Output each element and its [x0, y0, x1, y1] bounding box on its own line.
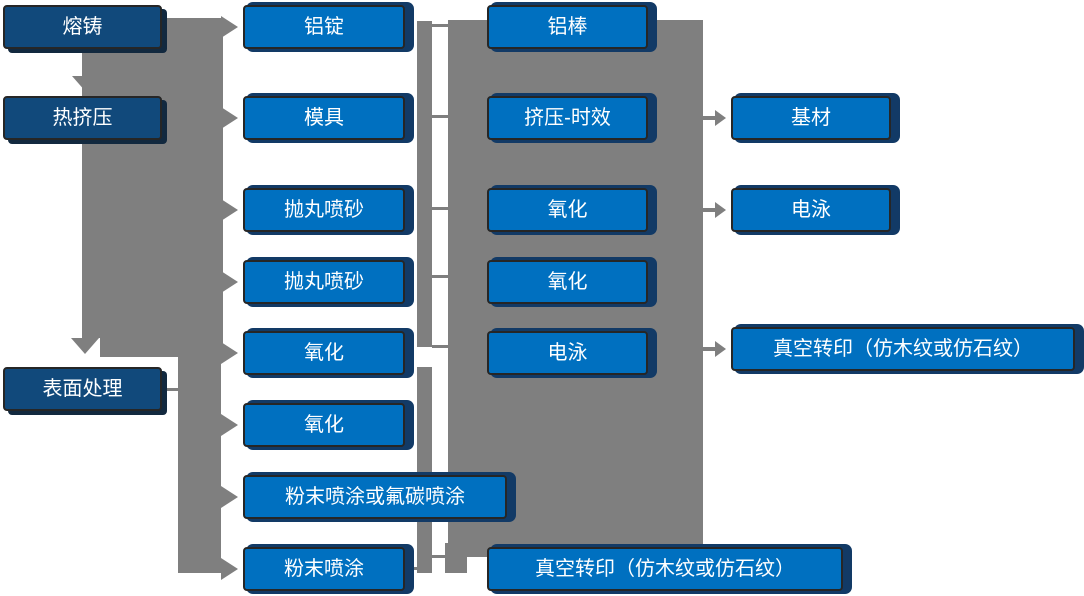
connector-bar-mid-lower [417, 367, 432, 573]
node-powder-coating: 粉末喷涂 [243, 547, 405, 591]
arrow-right-oxidation-a-icon [221, 342, 238, 364]
node-electrophoresis-a: 电泳 [487, 331, 648, 375]
node-vacuum-transfer-bottom: 真空转印（仿木纹或仿石纹） [487, 547, 843, 591]
arrow-right-shot-blast-2-icon [221, 271, 238, 293]
node-al-rod: 铝棒 [487, 5, 648, 49]
connector-tick-row3 [432, 207, 448, 210]
connector-tick-row1 [432, 24, 448, 27]
node-hot-extrusion: 热挤压 [3, 96, 162, 140]
connector-band-left [82, 18, 223, 338]
node-oxidation-a: 氧化 [243, 331, 405, 375]
connector-bar-mid-upper [417, 21, 432, 347]
connector-band-left-bottom [100, 338, 223, 357]
connector-shaft-vacuum-transfer [703, 347, 715, 351]
connector-mass-foot [445, 543, 467, 573]
node-powder-or-fluorocarbon: 粉末喷涂或氟碳喷涂 [243, 475, 507, 519]
arrow-down-hot-extrusion-icon [72, 76, 100, 92]
node-oxidation-d: 氧化 [487, 260, 648, 304]
connector-tick-row2 [432, 115, 448, 118]
node-extrusion-aging: 挤压-时效 [487, 96, 648, 140]
arrow-right-mold-icon [221, 107, 238, 129]
connector-bar-surface [178, 356, 221, 573]
arrow-right-electrophoresis-icon [715, 202, 726, 218]
node-base-material: 基材 [731, 96, 891, 140]
connector-tick-bottom [432, 555, 445, 558]
arrow-right-powder-coating-icon [221, 558, 238, 580]
connector-tick-row5 [432, 345, 448, 348]
arrow-right-oxidation-b-icon [221, 414, 238, 436]
arrow-right-shot-blast-1-icon [221, 199, 238, 221]
connector-tick-row4 [432, 275, 448, 278]
node-vacuum-transfer-right: 真空转印（仿木纹或仿石纹） [731, 327, 1075, 371]
node-mold: 模具 [243, 96, 405, 140]
connector-shaft-base-material [703, 116, 715, 120]
node-al-ingot: 铝锭 [243, 5, 405, 49]
node-shot-blast-1: 抛丸喷砂 [243, 188, 405, 232]
node-melting: 熔铸 [3, 5, 162, 49]
node-shot-blast-2: 抛丸喷砂 [243, 260, 405, 304]
node-oxidation-c: 氧化 [487, 188, 648, 232]
node-electrophoresis-b: 电泳 [731, 188, 891, 232]
connector-tick-powder [405, 567, 417, 570]
connector-line-surface-treatment [162, 388, 178, 391]
node-surface-treatment: 表面处理 [3, 367, 162, 411]
arrow-right-vacuum-transfer-icon [715, 341, 726, 357]
arrow-right-al-ingot-icon [221, 16, 238, 38]
node-oxidation-b: 氧化 [243, 403, 405, 447]
arrow-right-powder-fluorocarbon-icon [221, 486, 238, 508]
connector-shaft-electrophoresis [703, 208, 715, 212]
arrow-down-surface-treatment-icon [71, 338, 99, 354]
arrow-right-base-material-icon [715, 110, 726, 126]
